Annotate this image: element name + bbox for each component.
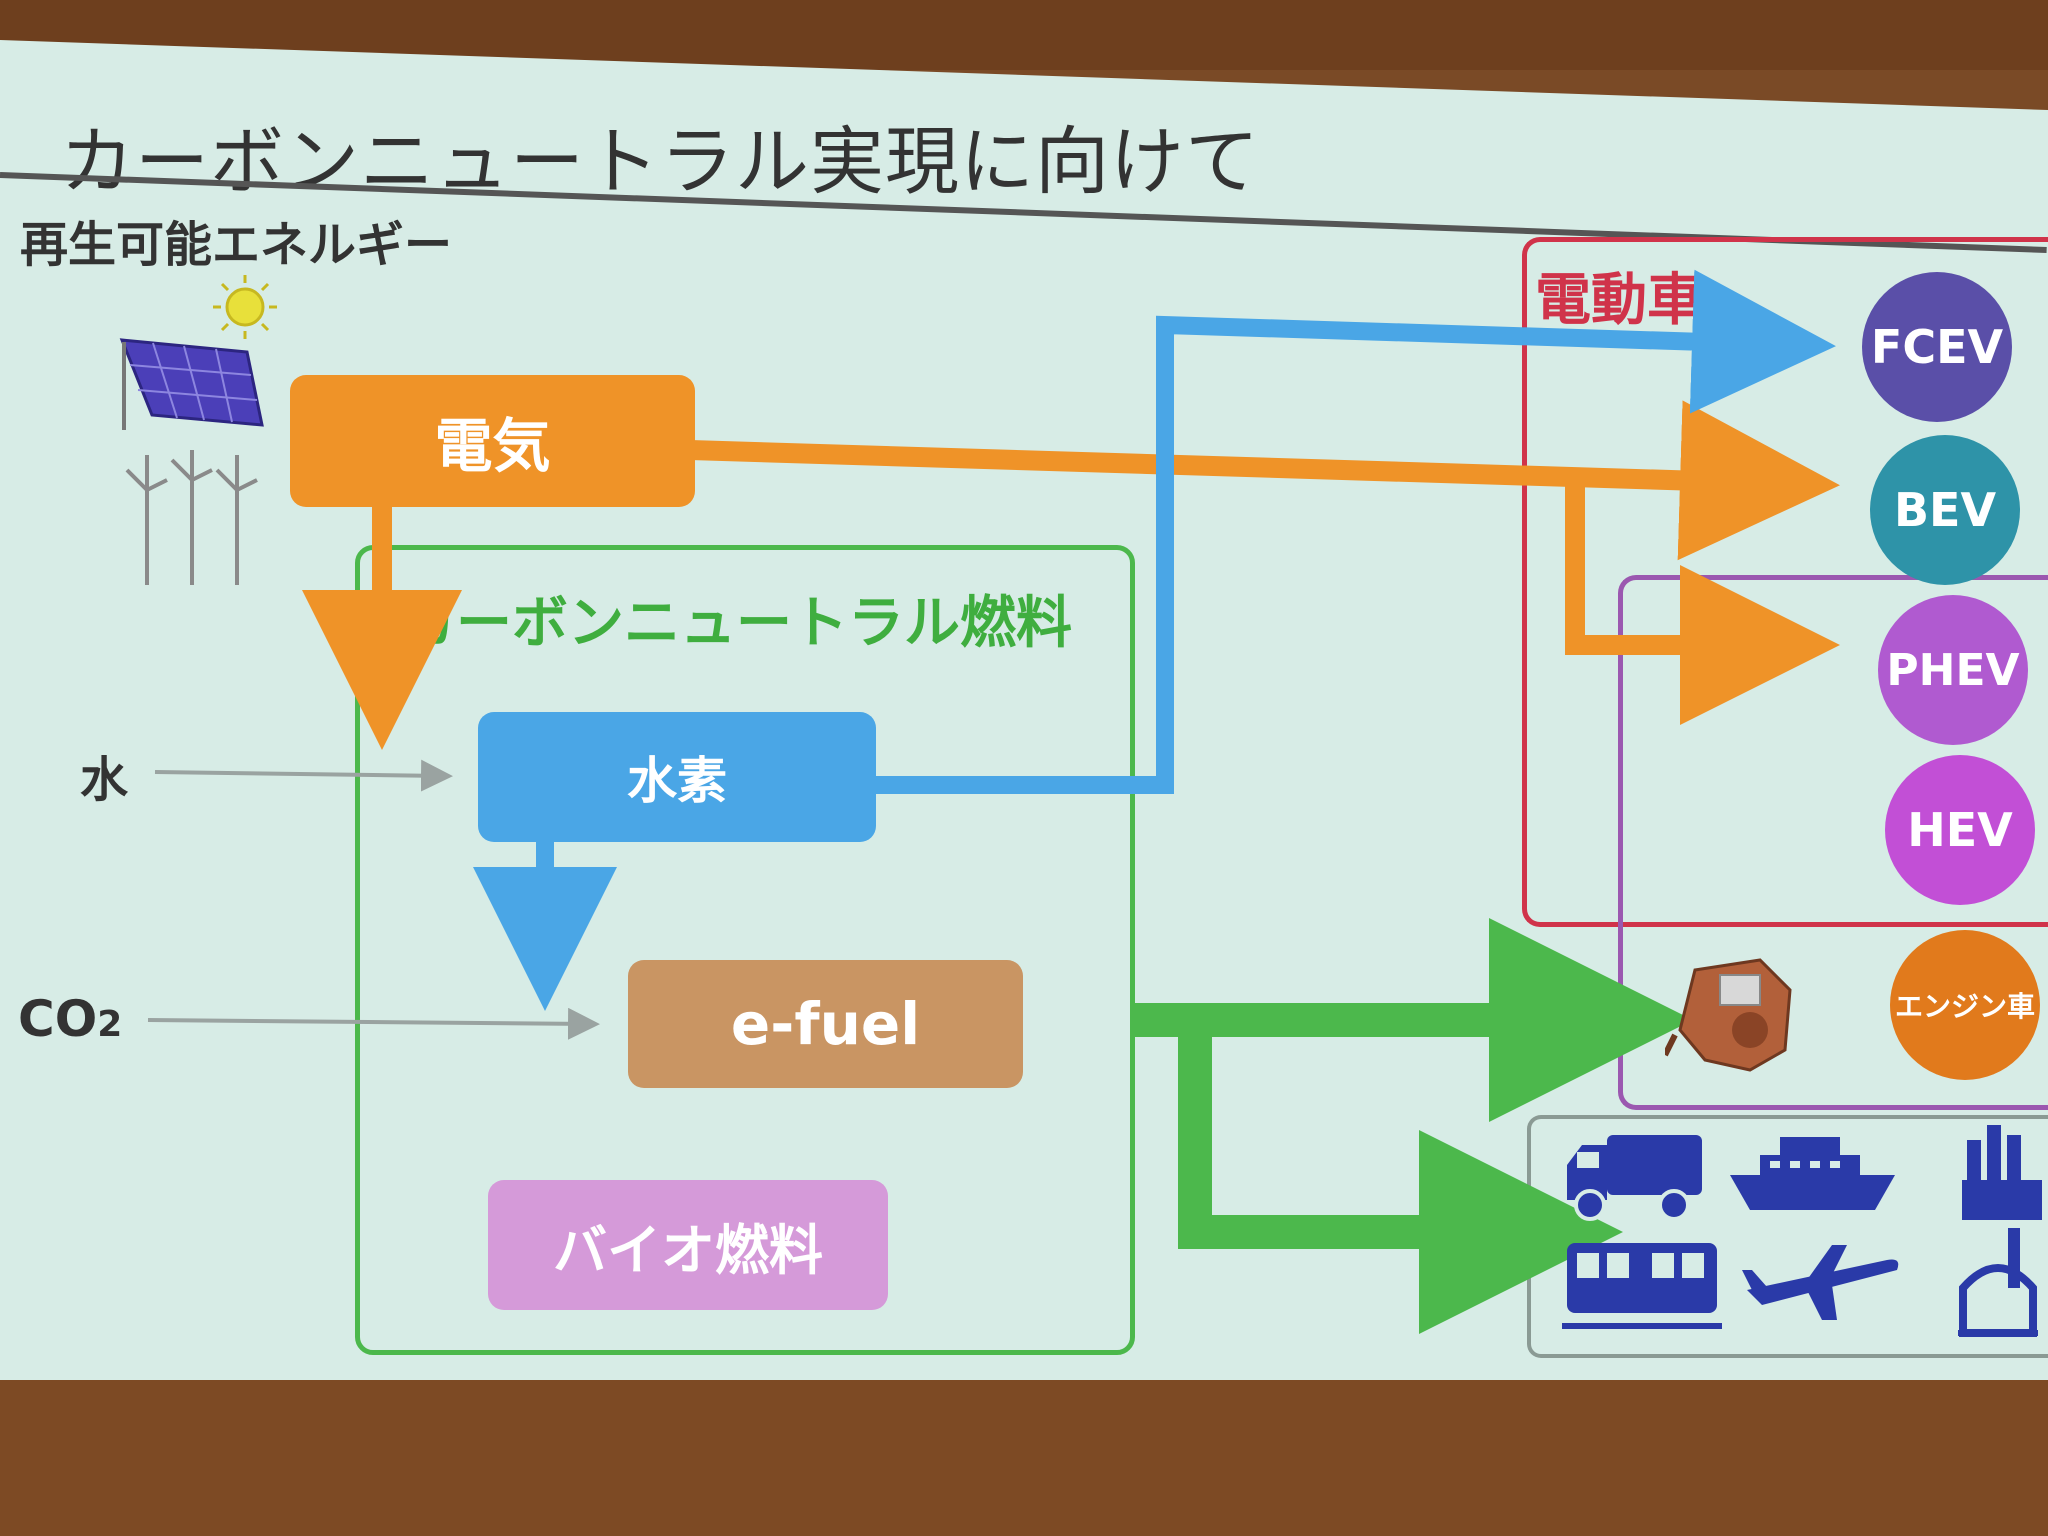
- bev-circle: BEV: [1870, 435, 2020, 585]
- engine-car-circle: エンジン車: [1890, 930, 2040, 1080]
- arrow-fuel-transport: [1178, 1020, 1623, 1334]
- co2-subscript: 2: [97, 1004, 123, 1045]
- arrow-electricity-bev: [689, 400, 1840, 561]
- plant-icon: [1958, 1228, 2038, 1337]
- arrow-co2-efuel: [147, 1007, 600, 1040]
- carbon-neutral-fuel-label: カーボンニュートラル燃料: [400, 591, 1072, 656]
- water-label: 水: [80, 752, 129, 808]
- background-bottom: [0, 1360, 2048, 1536]
- ship-icon: [1730, 1137, 1895, 1210]
- arrow-electricity-phev: [1565, 473, 1840, 725]
- biofuel-box: バイオ燃料: [488, 1180, 888, 1310]
- factory-icon: [1962, 1125, 2042, 1220]
- electrified-vehicle-label: 電動車: [1535, 268, 1703, 333]
- co2-text: CO: [18, 990, 98, 1048]
- sun-icon: [213, 275, 277, 339]
- arrow-hydrogen-fcev: [875, 269, 1836, 794]
- efuel-box: e-fuel: [628, 960, 1023, 1088]
- wind-turbine-icon: [125, 450, 258, 585]
- slide-title: カーボンニュートラル実現に向けて: [60, 119, 1260, 205]
- train-icon: [1562, 1243, 1722, 1329]
- engine-icon: [1665, 958, 1792, 1072]
- co2-label: CO2: [18, 990, 122, 1048]
- arrow-water-hydrogen: [154, 759, 453, 792]
- phev-circle: PHEV: [1878, 595, 2028, 745]
- renewable-energy-label: 再生可能エネルギー: [20, 217, 453, 273]
- hydrogen-box: 水素: [478, 712, 876, 842]
- truck-icon: [1567, 1135, 1702, 1221]
- carbon-neutral-fuel-frame: [355, 545, 1135, 1355]
- hev-circle: HEV: [1885, 755, 2035, 905]
- electrified-vehicle-frame: [1522, 237, 2048, 927]
- electricity-box: 電気: [290, 375, 695, 507]
- fcev-circle: FCEV: [1862, 272, 2012, 422]
- airplane-icon: [1742, 1245, 1899, 1320]
- solar-panel-icon: [119, 338, 264, 430]
